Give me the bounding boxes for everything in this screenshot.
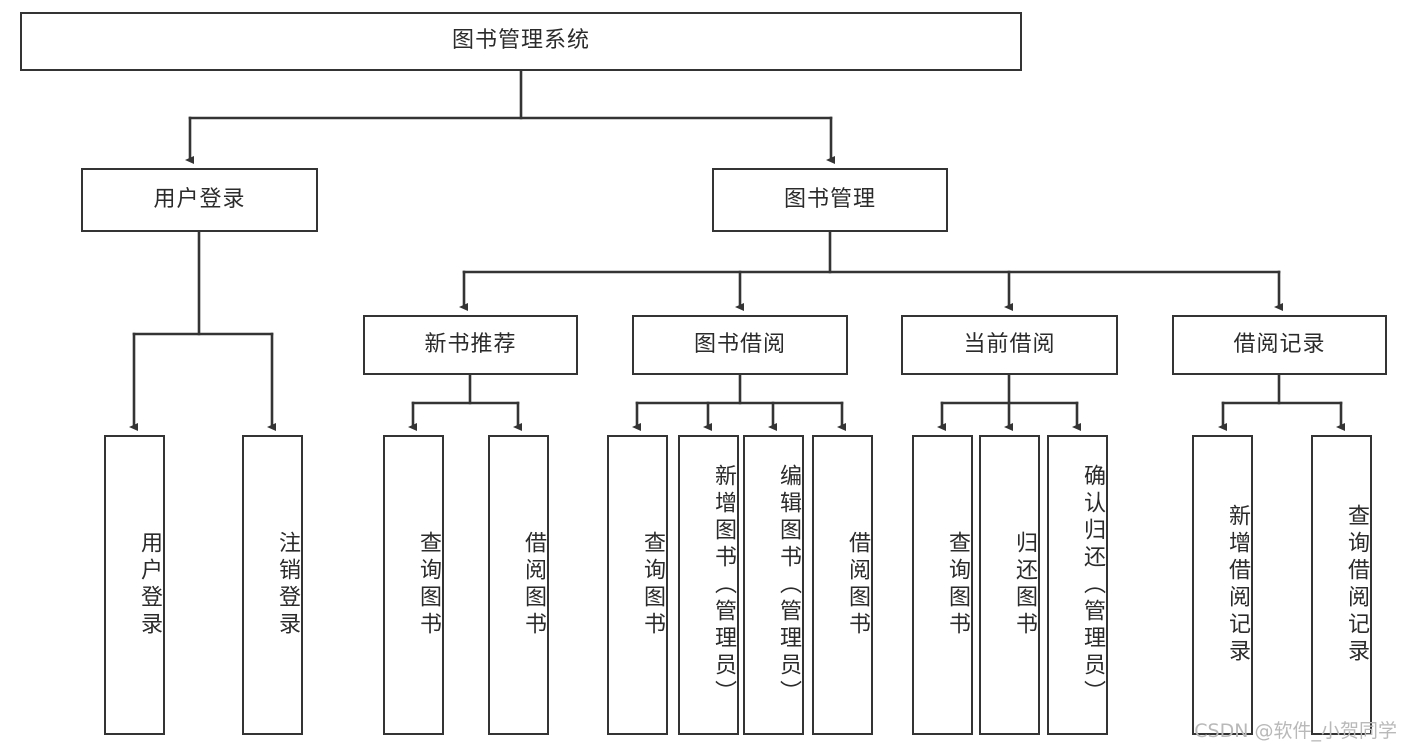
node-leaf-edit-book[interactable]: 编辑图书（管理员） xyxy=(743,435,804,735)
node-label: 新增图书（管理员） xyxy=(711,463,736,707)
node-root-book-management-system[interactable]: 图书管理系统 xyxy=(20,12,1022,71)
node-label: 图书管理系统 xyxy=(451,28,590,54)
csdn-watermark: CSDN @软件_小贺同学 xyxy=(1194,720,1397,742)
node-label: 新增借阅记录 xyxy=(1225,504,1250,666)
node-leaf-add-record[interactable]: 新增借阅记录 xyxy=(1192,435,1253,735)
node-label: 新书推荐 xyxy=(424,331,517,357)
node-leaf-add-book[interactable]: 新增图书（管理员） xyxy=(678,435,739,735)
node-leaf-return-book[interactable]: 归还图书 xyxy=(979,435,1040,735)
node-label: 查询借阅记录 xyxy=(1344,504,1369,666)
node-label: 确认归还（管理员） xyxy=(1080,463,1105,707)
node-label: 归还图书 xyxy=(1012,531,1037,639)
node-label: 图书借阅 xyxy=(693,331,786,357)
node-leaf-confirm-return[interactable]: 确认归还（管理员） xyxy=(1047,435,1108,735)
node-label: 用户登录 xyxy=(153,186,246,212)
node-label: 当前借阅 xyxy=(963,331,1056,357)
node-label: 借阅图书 xyxy=(845,531,870,639)
node-new-book-recommend[interactable]: 新书推荐 xyxy=(363,315,578,375)
node-leaf-query-book-3[interactable]: 查询图书 xyxy=(912,435,973,735)
node-leaf-user-login[interactable]: 用户登录 xyxy=(104,435,165,735)
node-label: 图书管理 xyxy=(783,186,876,212)
node-book-management[interactable]: 图书管理 xyxy=(712,168,948,232)
node-leaf-query-record[interactable]: 查询借阅记录 xyxy=(1311,435,1372,735)
node-current-borrow[interactable]: 当前借阅 xyxy=(901,315,1118,375)
node-label: 借阅记录 xyxy=(1233,331,1326,357)
node-label: 借阅图书 xyxy=(521,531,546,639)
node-label: 查询图书 xyxy=(416,531,441,639)
node-label: 编辑图书（管理员） xyxy=(776,463,801,707)
node-leaf-borrow-book-2[interactable]: 借阅图书 xyxy=(812,435,873,735)
node-leaf-borrow-book-1[interactable]: 借阅图书 xyxy=(488,435,549,735)
node-leaf-logout[interactable]: 注销登录 xyxy=(242,435,303,735)
node-label: 查询图书 xyxy=(640,531,665,639)
node-leaf-query-book-2[interactable]: 查询图书 xyxy=(607,435,668,735)
node-label: 查询图书 xyxy=(945,531,970,639)
node-leaf-query-book-1[interactable]: 查询图书 xyxy=(383,435,444,735)
node-label: 用户登录 xyxy=(137,531,162,639)
node-user-login[interactable]: 用户登录 xyxy=(81,168,318,232)
node-book-borrow[interactable]: 图书借阅 xyxy=(632,315,848,375)
node-borrow-record[interactable]: 借阅记录 xyxy=(1172,315,1387,375)
node-label: 注销登录 xyxy=(275,531,300,639)
